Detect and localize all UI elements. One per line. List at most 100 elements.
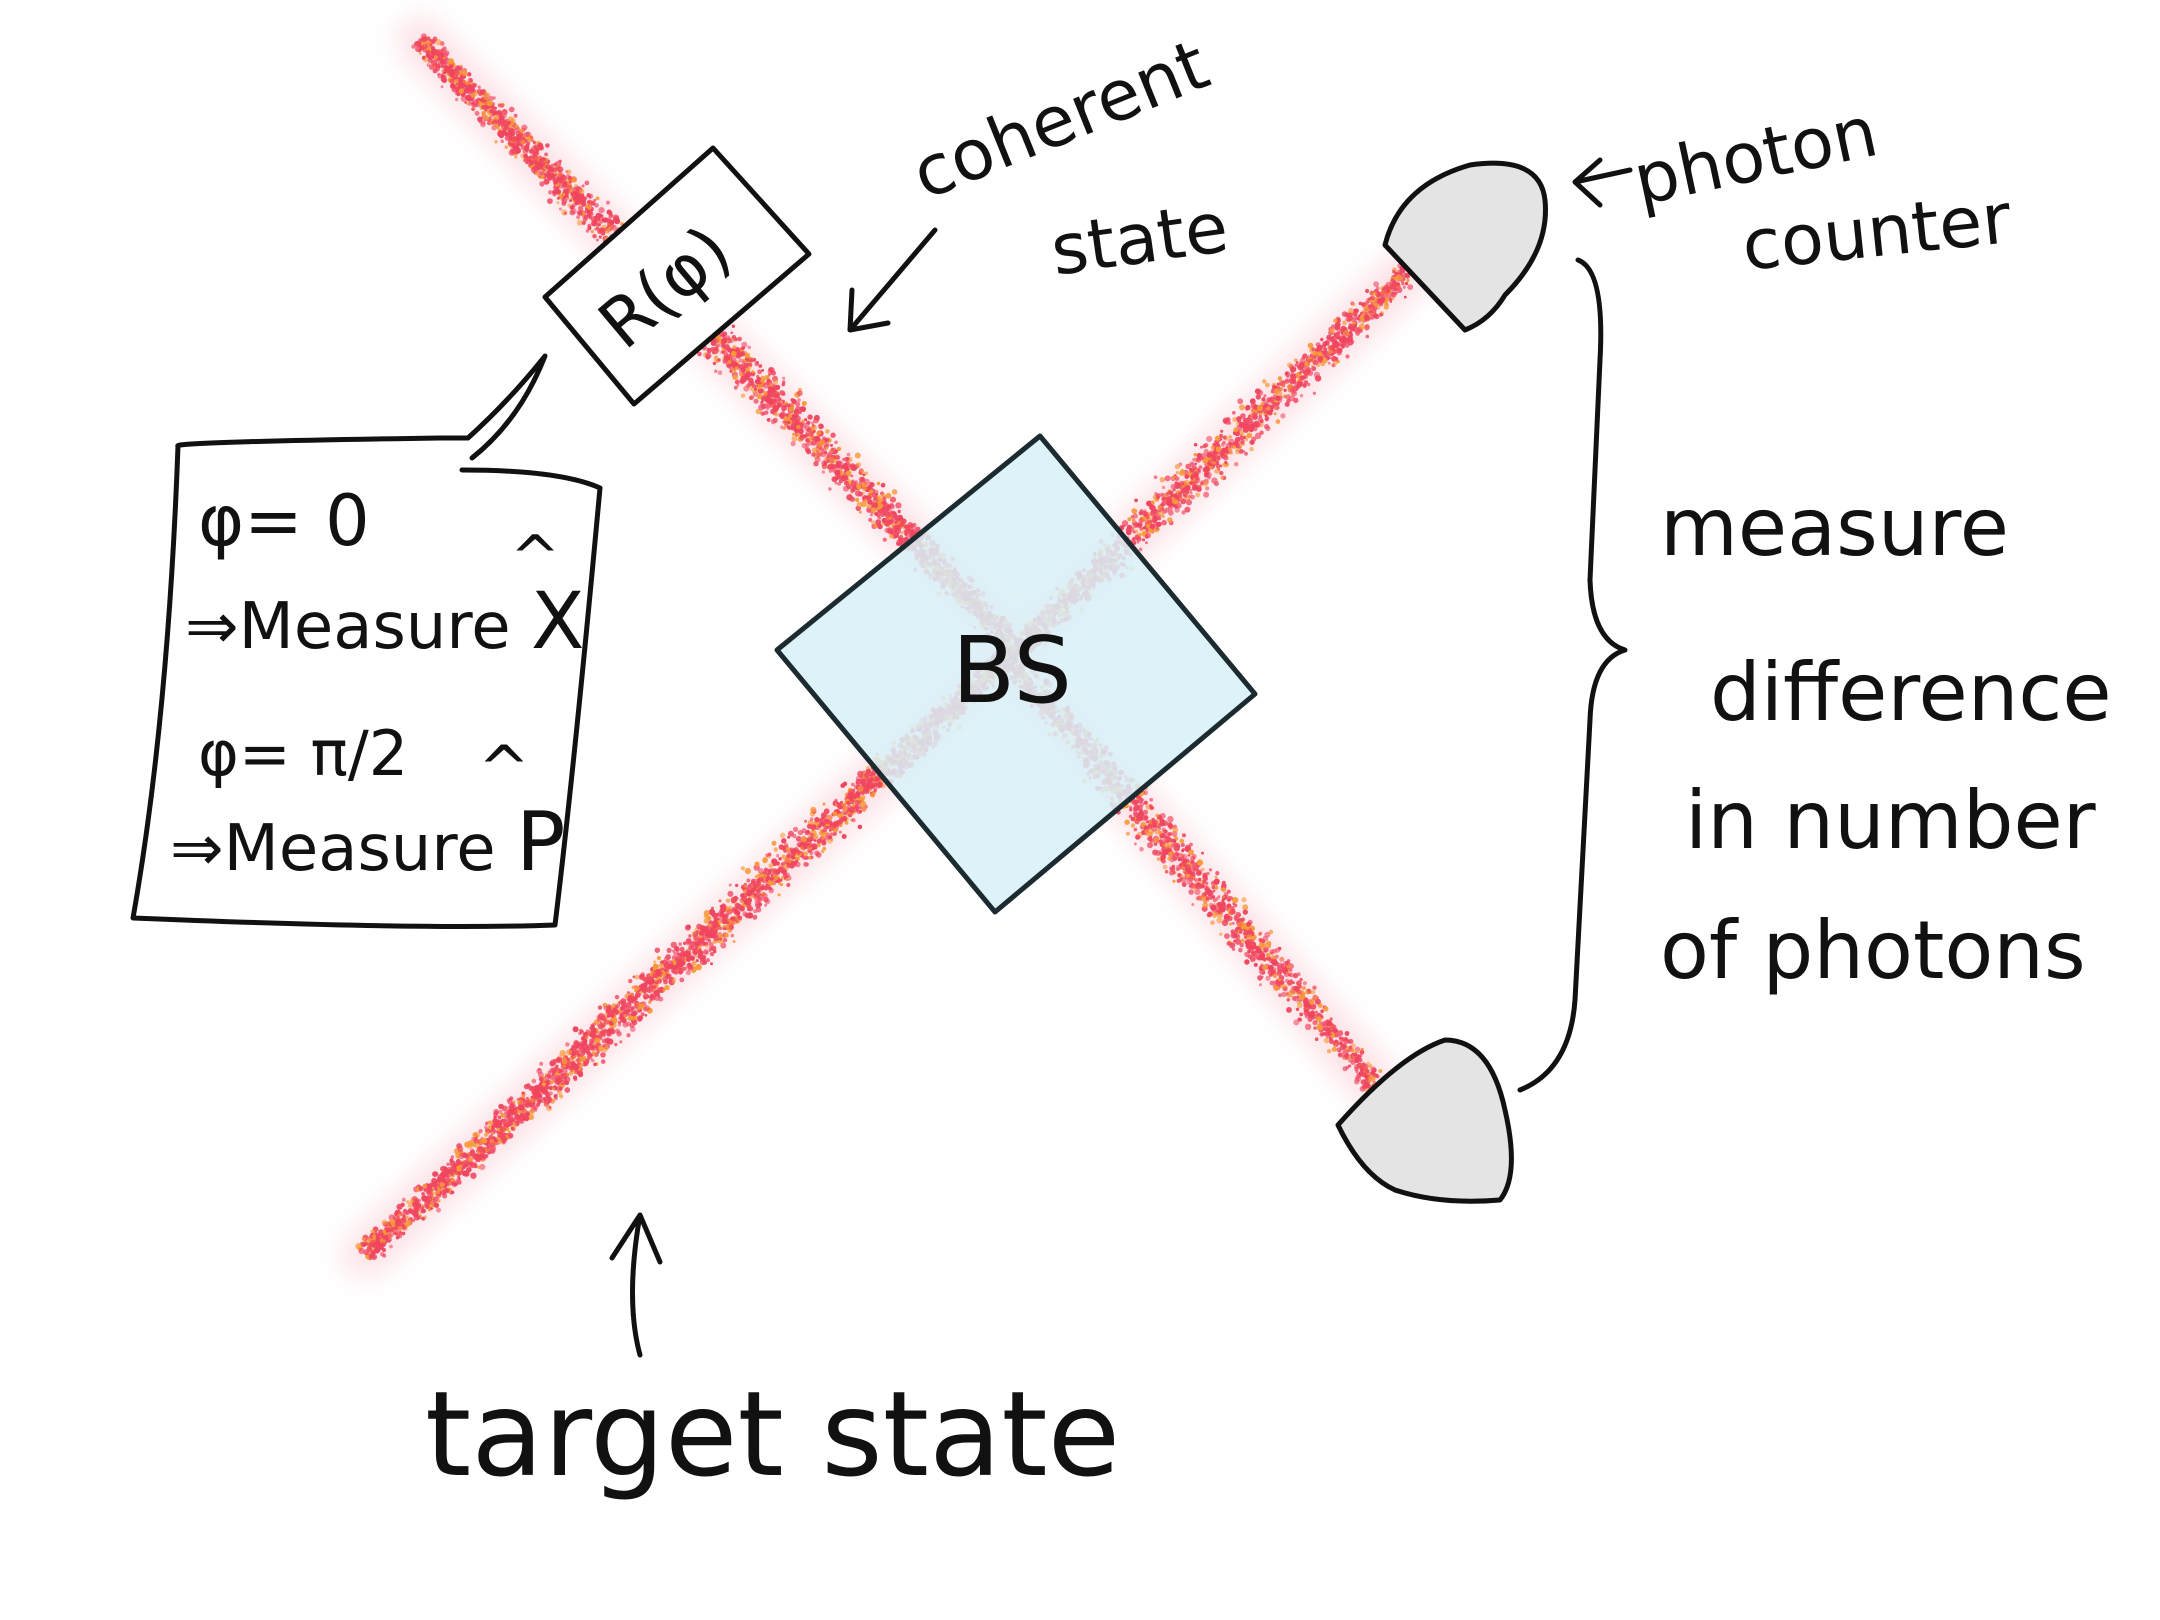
beam-speckle — [1303, 1001, 1308, 1006]
beam-speckle — [473, 1164, 478, 1169]
beam-speckle — [628, 978, 633, 984]
beam-speckle — [804, 819, 807, 823]
beam-speckle — [764, 898, 771, 905]
beam-speckle — [439, 52, 444, 57]
beam-speckle — [879, 511, 886, 518]
beam-speckle — [1217, 895, 1221, 899]
beam-speckle — [1246, 921, 1252, 927]
beam-speckle — [606, 200, 610, 205]
beam-speckle — [764, 410, 769, 415]
beam-speckle — [1378, 1069, 1383, 1073]
beam-speckle — [520, 139, 526, 146]
beam-speckle — [1304, 1023, 1312, 1030]
beam-speckle — [741, 341, 748, 348]
beam-speckle — [1181, 848, 1186, 852]
beam-speckle — [548, 190, 553, 195]
beam-speckle — [1363, 1082, 1370, 1089]
beam-speckle — [1235, 911, 1241, 918]
beam-speckle — [780, 400, 783, 404]
beam-speckle — [1197, 896, 1202, 901]
beam-speckle — [732, 345, 737, 350]
beam-speckle — [1223, 904, 1230, 911]
beam-speckle — [1159, 812, 1166, 819]
beam-speckle — [828, 463, 835, 470]
beam-speckle — [545, 143, 550, 148]
beam-speckle — [523, 153, 528, 159]
beam-speckle — [460, 92, 466, 97]
beam-speckle — [445, 68, 449, 71]
beam-speckle — [1214, 875, 1218, 879]
beam-speckle — [558, 159, 562, 163]
beam-speckle — [564, 1087, 571, 1093]
beam-speckle — [1287, 973, 1292, 977]
beam-speckle — [1280, 980, 1285, 985]
beam-speckle — [510, 149, 516, 155]
beam-speckle — [707, 939, 712, 943]
beam-speckle — [1275, 954, 1279, 959]
beam-speckle — [878, 503, 884, 509]
beam-speckle — [576, 215, 581, 220]
beam-speckle — [850, 481, 857, 488]
beam-speckle — [836, 472, 841, 478]
beam-speckle — [533, 144, 538, 149]
beam-speckle — [1156, 857, 1161, 861]
beam-speckle — [1169, 857, 1175, 863]
beam-speckle — [1202, 879, 1207, 884]
beam-speckle — [464, 87, 471, 94]
beam-speckle — [510, 118, 516, 124]
beam-speckle — [720, 343, 726, 348]
beam-speckle — [805, 438, 809, 443]
beam-speckle — [846, 494, 853, 501]
beam-speckle — [895, 502, 902, 509]
beam-speckle — [817, 437, 821, 441]
beam-speckle — [470, 1172, 477, 1179]
beam-speckle — [529, 135, 533, 139]
beam-speckle — [792, 432, 795, 436]
beam-speckle — [577, 205, 584, 211]
beam-speckle — [1162, 864, 1168, 870]
beam-speckle — [1314, 1037, 1319, 1041]
beam-speckle — [854, 452, 861, 459]
beam-speckle — [552, 192, 557, 197]
beam-speckle — [454, 78, 459, 84]
beam-speckle — [447, 58, 455, 65]
beam-speckle — [576, 219, 583, 226]
beam-speckle — [909, 532, 915, 537]
beam-speckle — [1200, 867, 1205, 872]
beam-speckle — [1329, 1037, 1334, 1042]
beam-speckle — [1250, 939, 1255, 944]
beam-speckle — [432, 36, 438, 42]
beam-speckle — [907, 522, 913, 528]
beam-speckle — [773, 847, 778, 852]
beam-speckle — [784, 421, 789, 426]
beam-speckle — [816, 449, 820, 453]
beam-speckle — [1163, 835, 1168, 840]
beam-speckle — [1337, 1052, 1343, 1058]
beam-speckle — [791, 414, 795, 417]
beam-speckle — [790, 423, 795, 428]
beam-speckle — [792, 833, 797, 839]
beam-speckle — [1161, 827, 1166, 832]
beam-speckle — [1245, 939, 1250, 944]
beam-speckle — [1333, 1039, 1340, 1046]
beam-speckle — [1173, 845, 1180, 852]
beam-speckle — [416, 40, 422, 46]
beam-speckle — [784, 413, 789, 417]
beam-speckle — [740, 380, 745, 384]
beam-speckle — [777, 397, 782, 402]
beam-speckle — [788, 413, 793, 419]
beam-speckle — [714, 369, 718, 373]
beam-speckle — [494, 140, 498, 144]
beam-speckle — [509, 130, 516, 137]
beam-speckle — [798, 429, 804, 435]
beam-speckle — [1231, 921, 1235, 925]
beam-speckle — [582, 200, 586, 204]
beam-speckle — [1368, 1075, 1373, 1080]
beam-speckle — [477, 85, 481, 89]
beam-speckle — [1226, 915, 1230, 920]
beam-speckle — [1133, 804, 1140, 812]
beam-speckle — [449, 1158, 454, 1163]
beam-speckle — [811, 424, 815, 428]
beam-speckle — [1256, 954, 1262, 961]
beam-speckle — [872, 502, 879, 509]
